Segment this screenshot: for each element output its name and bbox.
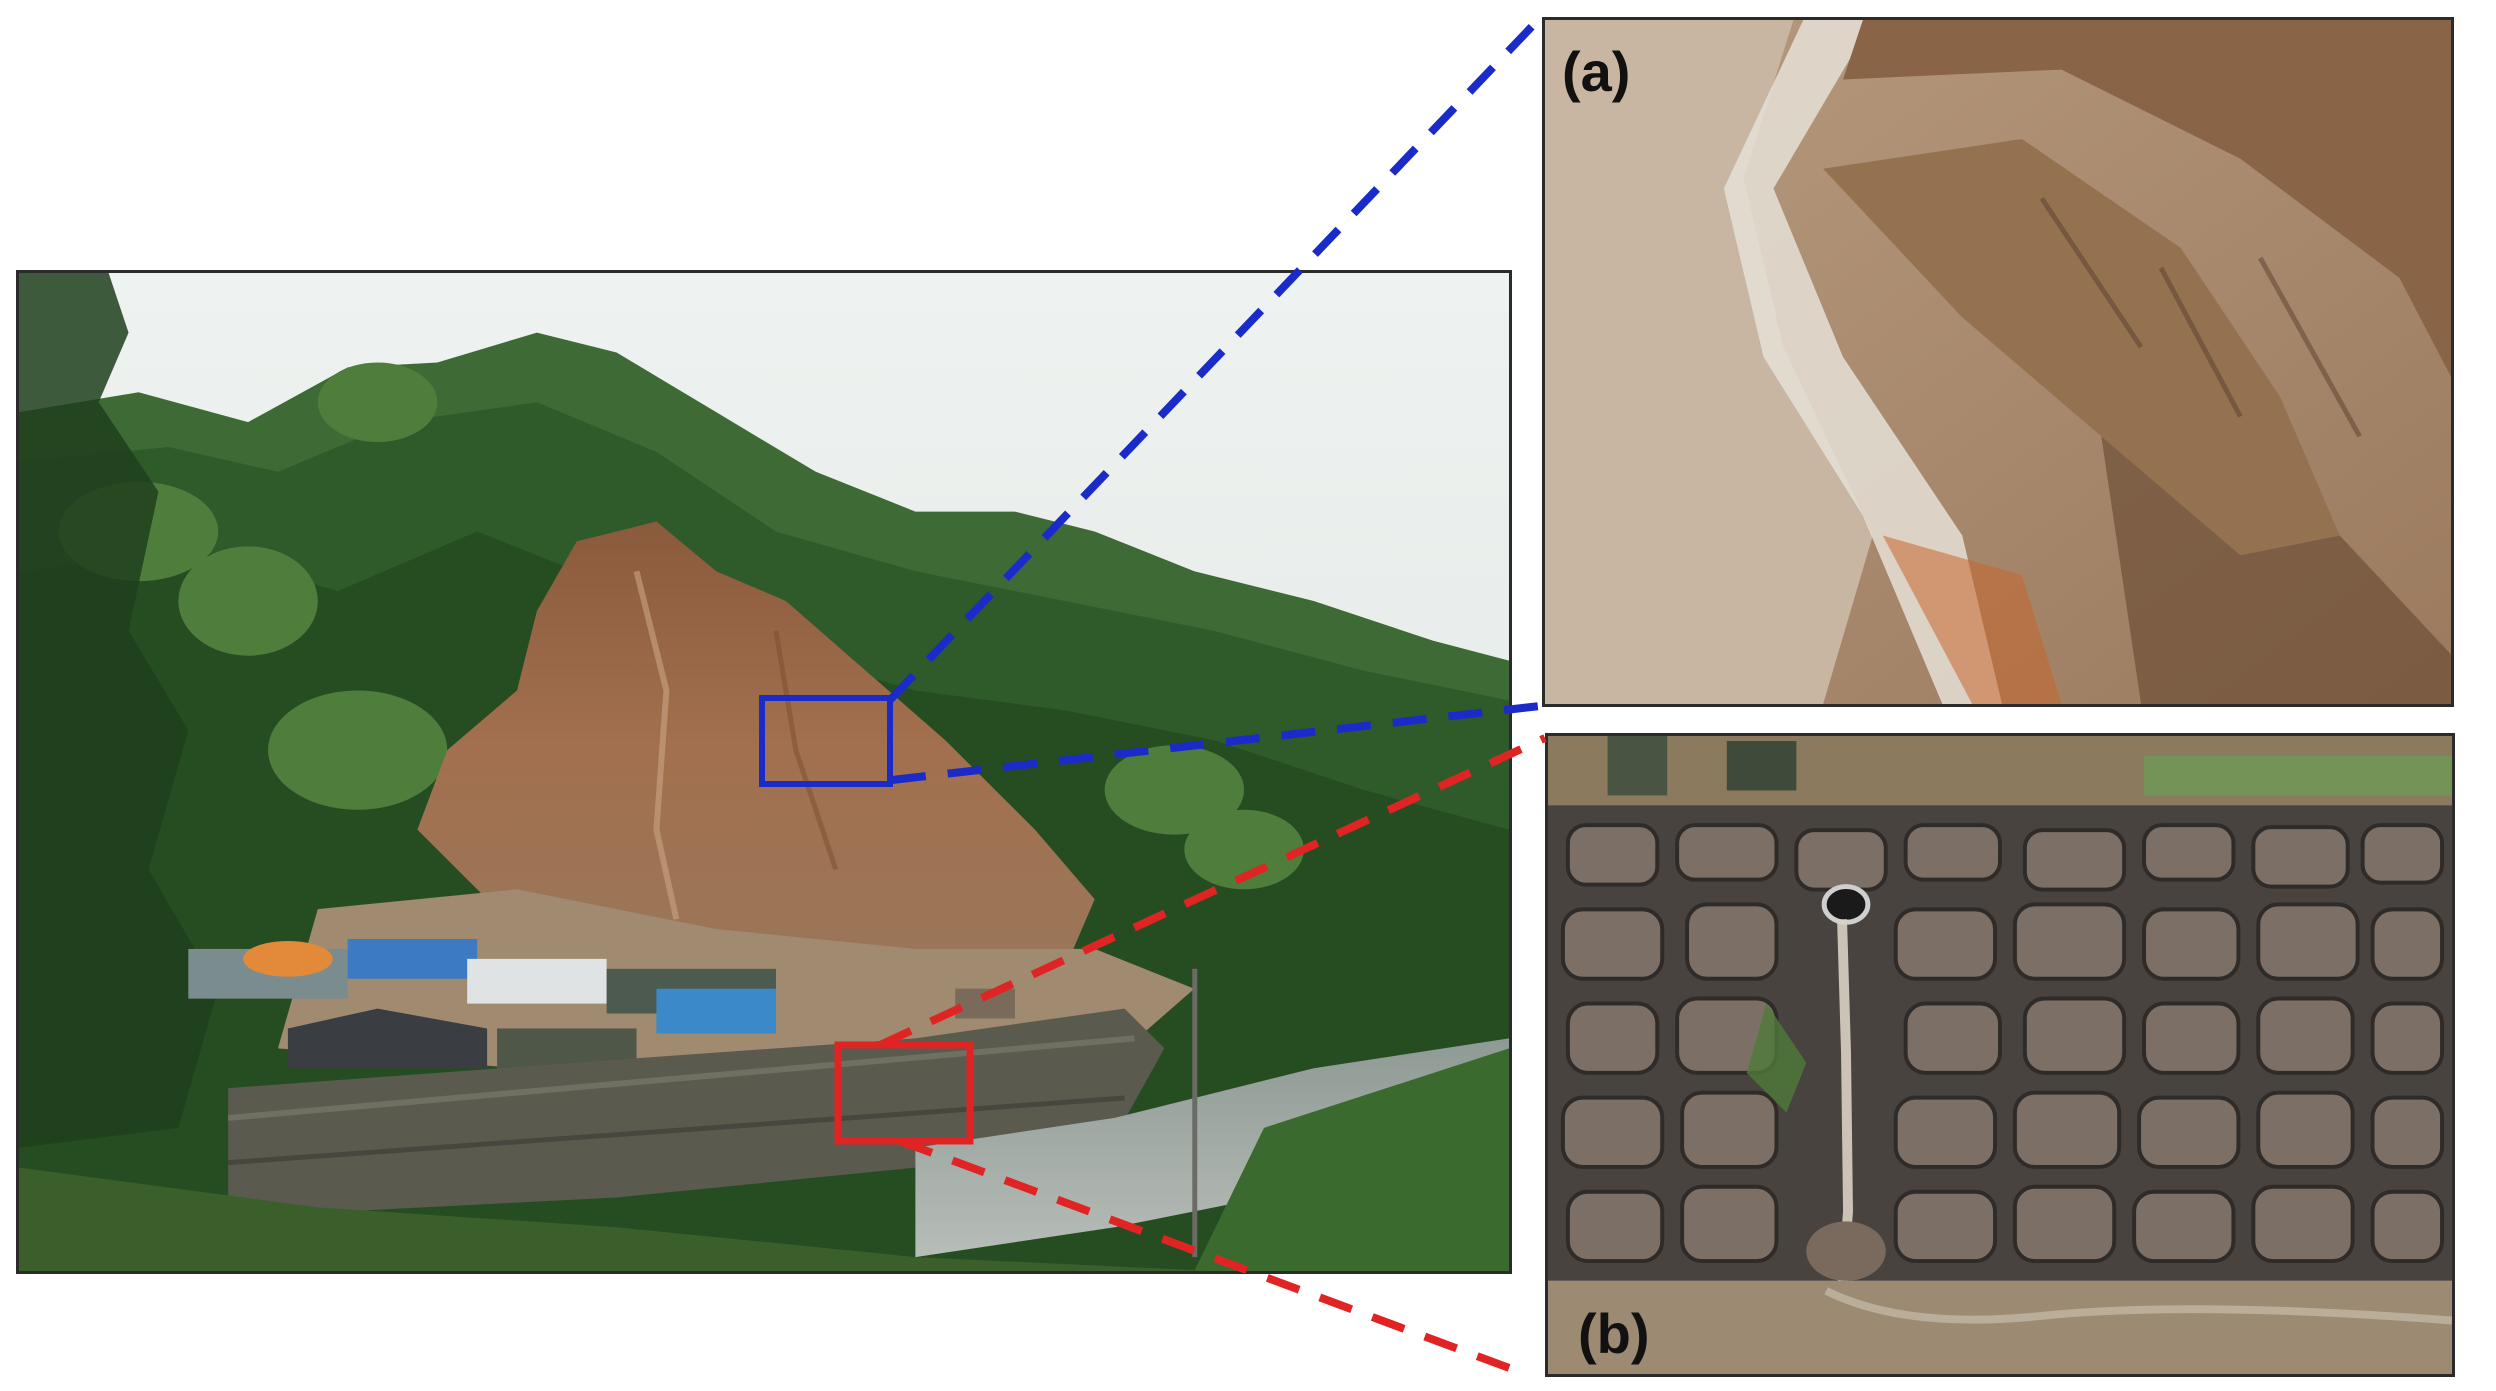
iron-stain — [1882, 535, 2062, 704]
inset-b-drawing — [1548, 736, 2452, 1374]
drain-pipe — [1821, 884, 1871, 925]
inset-photo-a — [1542, 17, 2454, 707]
foreground-vegetation — [19, 1167, 1215, 1271]
inset-a-drawing — [1545, 20, 2451, 704]
inset-photo-b — [1545, 733, 2455, 1377]
panel-label-a: (a) — [1562, 40, 1631, 103]
boulder-top — [1843, 20, 2451, 377]
muddy-water — [1548, 1280, 2452, 1374]
main-photo-drawing — [19, 273, 1509, 1271]
light-soil — [1545, 20, 1873, 704]
main-landslide-photo — [16, 270, 1512, 1274]
foreground-trees-left — [19, 273, 219, 1148]
panel-label-b: (b) — [1578, 1302, 1650, 1365]
wall-stones — [1560, 823, 2445, 1264]
utility-pole — [1192, 968, 1198, 1258]
boulder — [1823, 138, 2340, 556]
seepage-stream — [1723, 20, 2002, 704]
